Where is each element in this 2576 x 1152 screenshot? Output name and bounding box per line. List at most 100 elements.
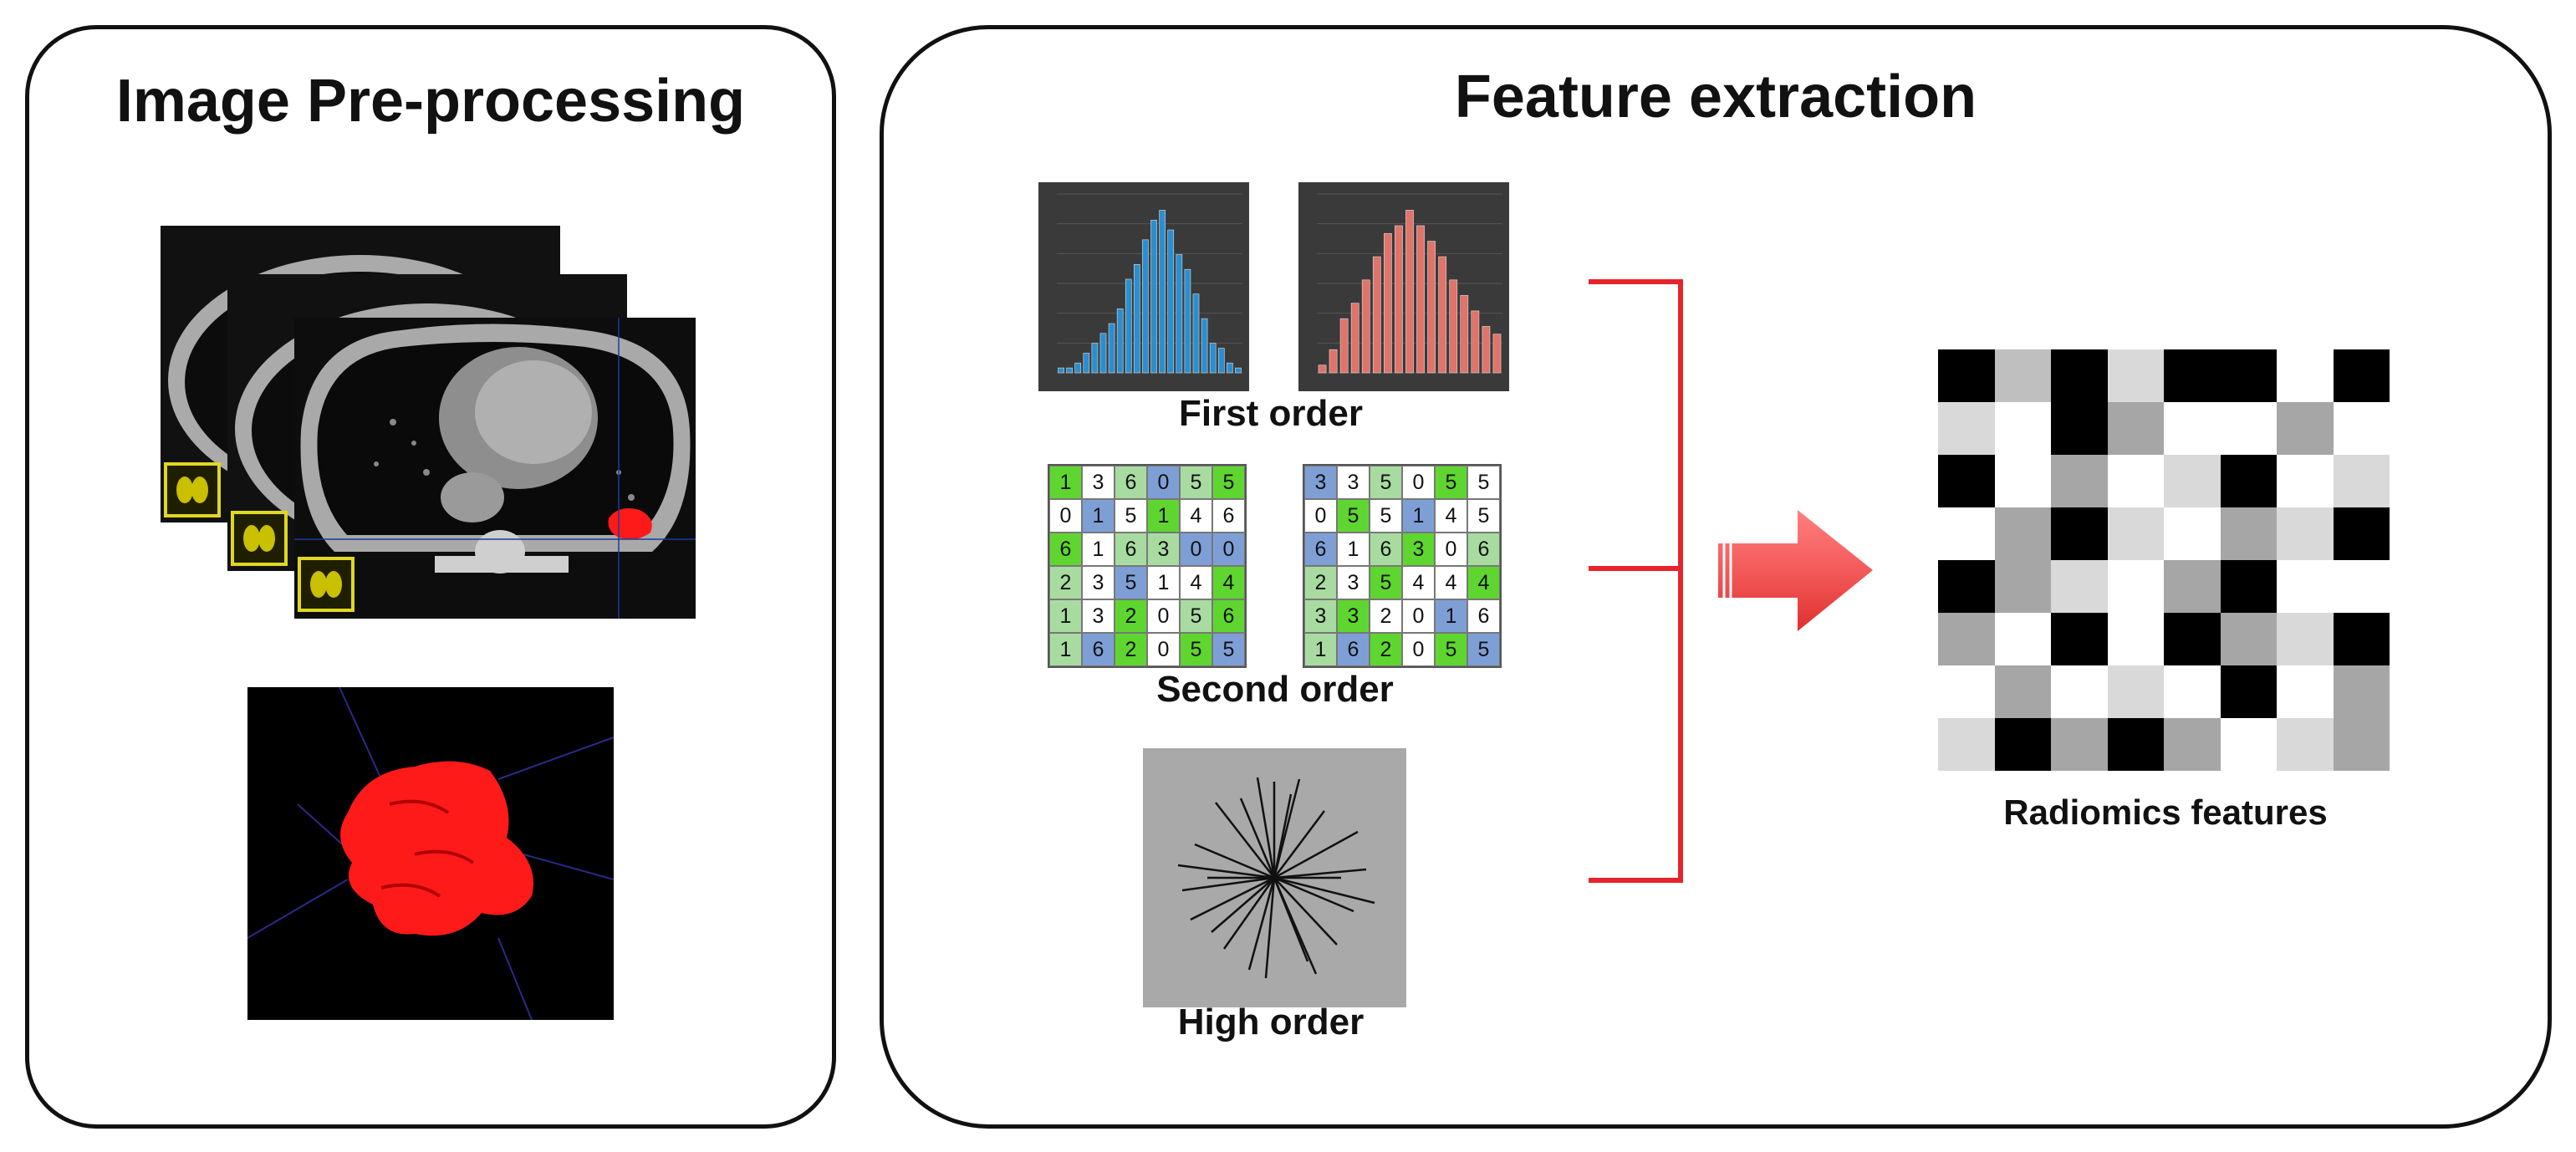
- matrix-cell: 1: [1337, 533, 1370, 566]
- matrix-cell: 1: [1082, 499, 1115, 533]
- radial-lines-icon: [1177, 777, 1375, 979]
- histogram-bar: [1091, 343, 1099, 374]
- ct-scan-slice-icon: [294, 318, 696, 619]
- histogram-bar: [1058, 367, 1064, 374]
- histogram-bar: [1150, 219, 1157, 374]
- matrix-cell: 3: [1304, 599, 1337, 633]
- feature-cell: [2164, 613, 2221, 665]
- feature-cell: [1938, 613, 1995, 665]
- histogram-bar: [1116, 308, 1124, 374]
- radial-line: [1273, 778, 1301, 879]
- matrix-cell: 6: [1304, 533, 1337, 566]
- matrix-cell: 6: [1370, 533, 1402, 566]
- matrix-cell: 5: [1370, 566, 1402, 599]
- radial-line: [1273, 876, 1354, 913]
- histogram-bar: [1427, 241, 1436, 374]
- feature-cell: [2277, 613, 2334, 665]
- matrix-cell: 0: [1402, 466, 1435, 499]
- radial-line: [1273, 830, 1359, 879]
- feature-cell: [2107, 455, 2164, 507]
- matrix-cell: 0: [1049, 499, 1082, 533]
- feature-cell: [2051, 455, 2108, 507]
- matrix-cell: 6: [1115, 466, 1147, 499]
- feature-cell: [2333, 402, 2390, 455]
- radial-line: [1256, 777, 1276, 879]
- feature-cell: [2164, 349, 2221, 402]
- high-order-label: High order: [1177, 1002, 1365, 1042]
- radial-line: [1273, 810, 1325, 879]
- feature-cell: [2277, 402, 2334, 455]
- feature-cell: [2220, 402, 2277, 455]
- matrix-cell: 0: [1402, 599, 1435, 633]
- feature-cell: [2220, 455, 2277, 507]
- matrix-cell: 1: [1402, 499, 1435, 533]
- matrix-cell: 3: [1082, 599, 1115, 633]
- right-arrow-icon: [1718, 510, 1873, 631]
- feature-cell: [2220, 560, 2277, 613]
- radiomics-features-label: Radiomics features: [2003, 793, 2328, 832]
- preprocessing-title: Image Pre-processing: [115, 68, 746, 135]
- matrix-cell: 4: [1180, 566, 1212, 599]
- histogram-bar: [1318, 364, 1327, 374]
- matrix-cell: 1: [1082, 533, 1115, 566]
- matrix-cell: 3: [1147, 533, 1180, 566]
- radial-line: [1177, 864, 1275, 879]
- feature-cell: [2277, 665, 2334, 718]
- first-order-label: First order: [1178, 393, 1364, 434]
- radial-line: [1239, 798, 1276, 879]
- matrix-cell: 0: [1180, 533, 1212, 566]
- histogram-bar: [1350, 303, 1359, 374]
- feature-cell: [1938, 560, 1995, 613]
- feature-cell: [1994, 507, 2051, 560]
- histogram-bar: [1395, 225, 1403, 374]
- histogram-bar: [1099, 333, 1107, 374]
- radial-line: [1273, 877, 1318, 975]
- feature-cell: [1994, 402, 2051, 455]
- histogram-bar: [1492, 334, 1502, 374]
- feature-cell: [2220, 613, 2277, 665]
- matrix-cell: 2: [1115, 633, 1147, 666]
- matrix-cell: 0: [1147, 633, 1180, 666]
- feature-cell: [1994, 665, 2051, 718]
- radial-line: [1264, 877, 1276, 979]
- matrix-cell: 4: [1435, 566, 1467, 599]
- histogram-bar: [1329, 349, 1338, 374]
- matrix-cell: 5: [1180, 633, 1212, 666]
- matrix-cell: 1: [1435, 599, 1467, 633]
- matrix-cell: 6: [1049, 533, 1082, 566]
- matrix-cell: 5: [1370, 466, 1402, 499]
- feature-cell: [1938, 349, 1995, 402]
- feature-cell: [1938, 665, 1995, 718]
- feature-cell: [2277, 455, 2334, 507]
- matrix-cell: 4: [1467, 566, 1500, 599]
- radial-line: [1247, 877, 1276, 971]
- high-order-texture: [1143, 748, 1406, 1007]
- matrix-cell: 0: [1435, 533, 1467, 566]
- radial-line: [1273, 876, 1375, 905]
- feature-cell: [1994, 718, 2051, 771]
- matrix-cell: 3: [1337, 599, 1370, 633]
- histogram-bar: [1217, 348, 1225, 374]
- feature-cell: [1994, 455, 2051, 507]
- matrix-cell: 4: [1180, 499, 1212, 533]
- matrix-cell: 0: [1147, 466, 1180, 499]
- feature-cell: [2164, 402, 2221, 455]
- matrix-cell: 3: [1082, 466, 1115, 499]
- feature-cell: [2333, 507, 2390, 560]
- matrix-cell: 2: [1304, 566, 1337, 599]
- histogram-bar: [1209, 343, 1217, 374]
- feature-cell: [2164, 560, 2221, 613]
- tumor-3d-render-icon: [247, 687, 614, 1020]
- matrix-cell: 5: [1212, 466, 1245, 499]
- feature-cell: [2051, 613, 2108, 665]
- bracket: [1589, 279, 1683, 883]
- feature-cell: [2107, 560, 2164, 613]
- radial-line: [1273, 877, 1338, 946]
- feature-cell: [2277, 560, 2334, 613]
- feature-cell: [2164, 507, 2221, 560]
- feature-cell: [2164, 455, 2221, 507]
- radial-line: [1190, 876, 1275, 921]
- matrix-cell: 5: [1115, 499, 1147, 533]
